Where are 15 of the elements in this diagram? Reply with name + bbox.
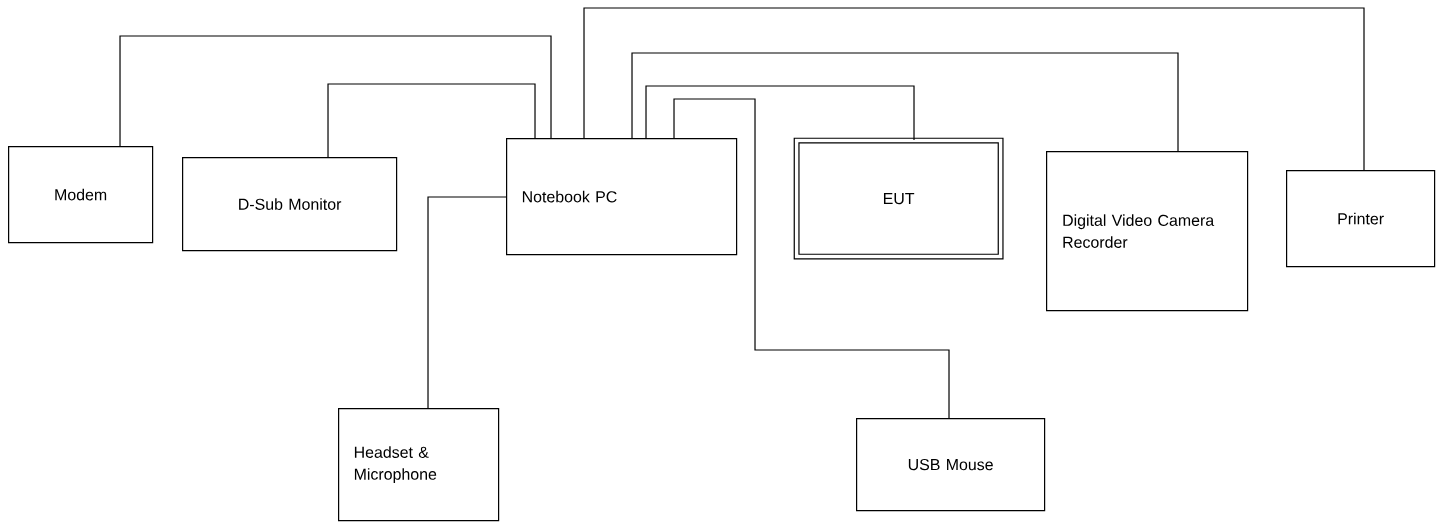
device-box: D-Sub Monitor: [182, 157, 398, 252]
device-box: Headset & Microphone: [338, 408, 500, 522]
connection-line: [427, 196, 507, 409]
device-box: Notebook PC: [506, 138, 738, 256]
connection-line: [327, 83, 536, 158]
connection-line: [673, 98, 950, 419]
connection-line: [645, 85, 915, 141]
device-box: EUT: [793, 137, 1004, 260]
device-box: USB Mouse: [856, 418, 1046, 512]
connection-line: [119, 35, 552, 147]
connection-line: [583, 7, 1365, 171]
device-box: Modem: [8, 146, 154, 244]
connection-line: [631, 52, 1179, 152]
device-box: Digital Video Camera Recorder: [1046, 151, 1249, 312]
device-box: Printer: [1286, 170, 1436, 268]
